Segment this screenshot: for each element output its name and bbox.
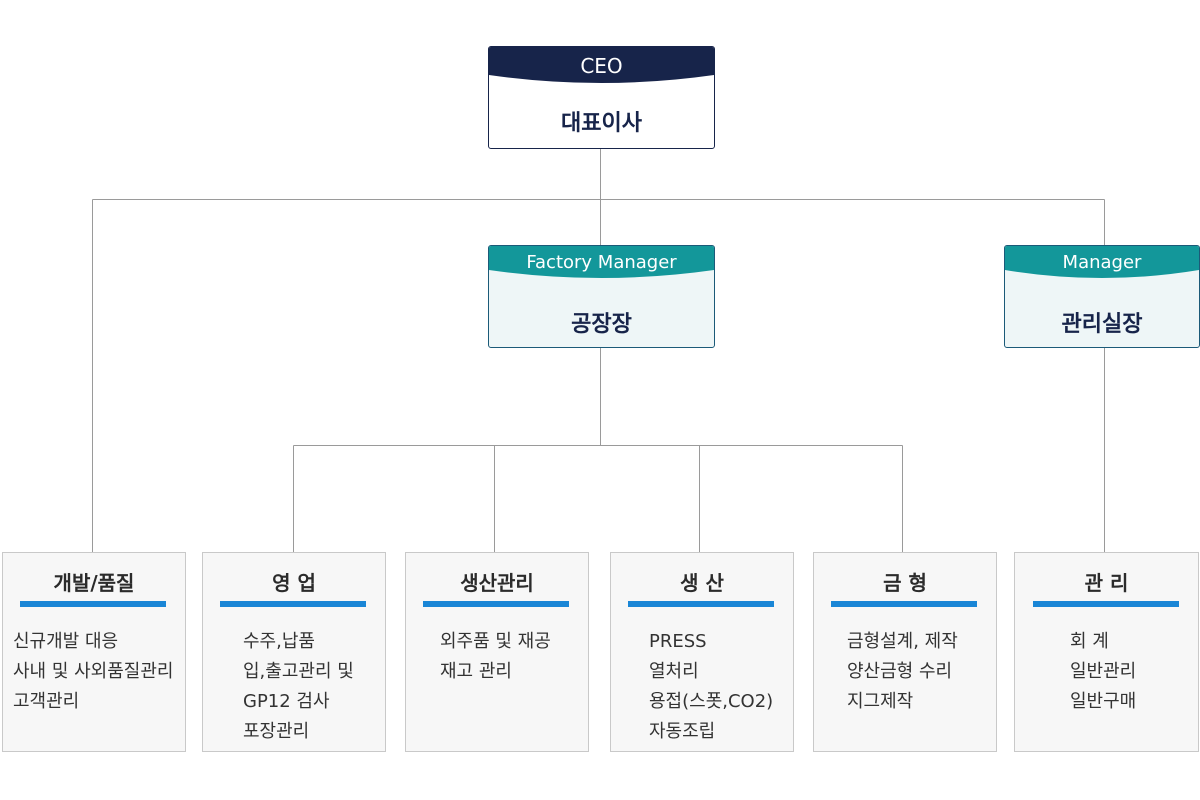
dept-duty-list: PRESS 열처리 용접(스폿,CO2) 자동조립 — [649, 627, 773, 747]
dept-dev-quality: 개발/품질 신규개발 대응 사내 및 사외품질관리 고객관리 — [2, 552, 186, 752]
dept-accent-bar — [831, 601, 977, 607]
manager-title: 관리실장 — [1061, 312, 1143, 337]
dept-duty: PRESS — [649, 631, 707, 652]
dept-duty: 고객관리 — [13, 691, 80, 712]
factory-manager-box: Factory Manager 공장장 — [488, 245, 715, 348]
dept-duty: 사내 및 사외품질관리 — [13, 661, 174, 682]
dept-duty: 열처리 — [649, 661, 699, 682]
dept-duty: 일반구매 — [1070, 691, 1137, 712]
ceo-title: 대표이사 — [561, 111, 642, 136]
dept-duty: 자동조립 — [649, 721, 716, 742]
manager-caption: Manager — [1062, 252, 1142, 273]
factory-manager-caption-band — [489, 246, 714, 278]
dept-production-management: 생산관리 외주품 및 재공 재고 관리 — [405, 552, 589, 752]
dept-mold: 금 형 금형설계, 제작 양산금형 수리 지그제작 — [813, 552, 997, 752]
dept-duty: 지그제작 — [847, 691, 914, 712]
dept-duty: 회 계 — [1070, 631, 1109, 652]
manager-box: Manager 관리실장 — [1004, 245, 1200, 348]
ceo-box: CEO 대표이사 — [488, 46, 715, 149]
dept-duty: 일반관리 — [1070, 661, 1137, 682]
dept-duty: 재고 관리 — [440, 661, 512, 682]
ceo-caption-band — [489, 47, 714, 83]
dept-duty: 외주품 및 재공 — [440, 631, 551, 652]
dept-duty-list: 수주,납품 입,출고관리 및 GP12 검사 포장관리 — [243, 627, 354, 747]
dept-duty: 용접(스폿,CO2) — [649, 691, 774, 712]
dept-name: 금 형 — [883, 571, 927, 595]
dept-name: 생 산 — [680, 571, 724, 595]
dept-duty: 수주,납품 — [243, 631, 315, 652]
dept-name: 개발/품질 — [53, 571, 135, 595]
ceo-caption: CEO — [580, 54, 623, 78]
dept-duty-list: 외주품 및 재공 재고 관리 — [440, 627, 551, 687]
dept-accent-bar — [220, 601, 366, 607]
dept-duty-list: 금형설계, 제작 양산금형 수리 지그제작 — [847, 627, 958, 717]
manager-caption-band — [1005, 246, 1199, 278]
dept-administration: 관 리 회 계 일반관리 일반구매 — [1014, 552, 1199, 752]
dept-name: 관 리 — [1084, 571, 1129, 595]
dept-duty-list: 회 계 일반관리 일반구매 — [1070, 627, 1136, 717]
dept-duty: 금형설계, 제작 — [847, 631, 958, 652]
dept-accent-bar — [1033, 601, 1179, 607]
dept-name: 영 업 — [272, 571, 316, 595]
factory-manager-title: 공장장 — [571, 312, 632, 337]
dept-duty-list: 신규개발 대응 사내 및 사외품질관리 고객관리 — [13, 627, 173, 717]
dept-duty: GP12 검사 — [243, 691, 330, 712]
dept-duty: 입,출고관리 및 — [243, 661, 354, 682]
dept-accent-bar — [423, 601, 569, 607]
dept-duty: 포장관리 — [243, 721, 310, 742]
dept-duty: 양산금형 수리 — [847, 661, 953, 682]
dept-production: 생 산 PRESS 열처리 용접(스폿,CO2) 자동조립 — [610, 552, 794, 752]
factory-manager-caption: Factory Manager — [526, 252, 677, 273]
dept-sales: 영 업 수주,납품 입,출고관리 및 GP12 검사 포장관리 — [202, 552, 386, 752]
dept-accent-bar — [20, 601, 166, 607]
dept-duty: 신규개발 대응 — [13, 631, 119, 652]
dept-name: 생산관리 — [460, 571, 534, 595]
dept-accent-bar — [628, 601, 774, 607]
